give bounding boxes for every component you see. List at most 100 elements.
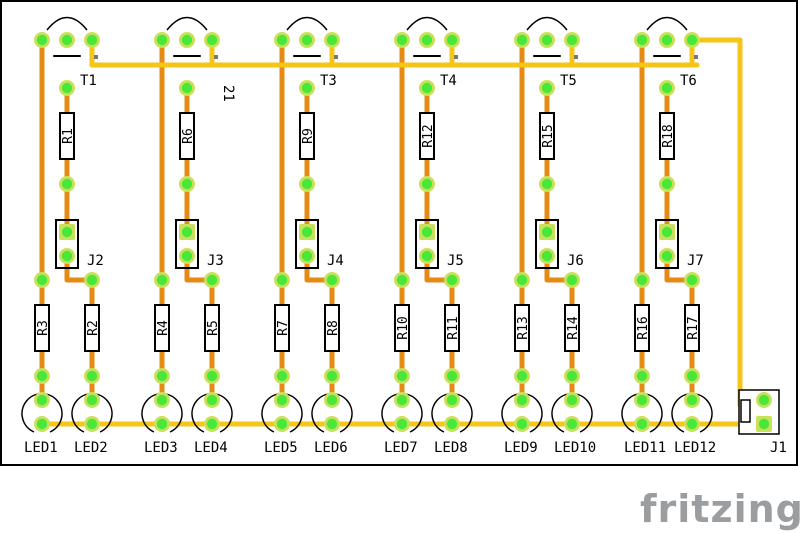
jumper-label-5: J7 — [687, 253, 704, 269]
led-pad-k-4-1-center — [566, 418, 578, 430]
lower-left-pad-b-5-center — [636, 370, 648, 382]
lower-right-pad-a-3-center — [446, 274, 458, 286]
led-pad-k-1-0-center — [156, 418, 168, 430]
led-pad-k-0-1-center — [86, 418, 98, 430]
lower-right-pad-b-3-center — [446, 370, 458, 382]
lower-resistor-left-0-body — [34, 304, 50, 352]
upper-resistor-1-body — [179, 112, 195, 160]
upper-resistor-5-body — [659, 112, 675, 160]
lower-right-pad-a-4-center — [566, 274, 578, 286]
jumper-label-2: J4 — [327, 253, 344, 269]
jumper-box-3 — [415, 219, 439, 269]
upper-resistor-3-body — [419, 112, 435, 160]
jumper-label-1: J3 — [207, 253, 224, 269]
led-pad-a-2-1-center — [326, 394, 338, 406]
lower-resistor-left-1-label: R4 — [156, 320, 171, 336]
led-pad-a-2-0-center — [276, 394, 288, 406]
transistor-pad-e-3-center — [396, 34, 408, 46]
transistor-label-2: T3 — [320, 73, 337, 89]
upper-resistor-pad-a-5-center — [661, 82, 673, 94]
led-label-left-5: LED11 — [624, 440, 666, 456]
jumper-pad-a-3-center — [421, 226, 433, 238]
led-label-left-0: LED1 — [24, 440, 58, 456]
upper-resistor-pad-a-4-center — [541, 82, 553, 94]
lower-right-pad-a-5-center — [686, 274, 698, 286]
lower-resistor-right-1-body — [204, 304, 220, 352]
lower-resistor-left-5-body — [634, 304, 650, 352]
lower-resistor-right-1-label: R5 — [206, 320, 221, 336]
transistor-pad-b-3-center — [421, 34, 433, 46]
jumper-pad-b-0-center — [61, 250, 73, 262]
led-label-right-0: LED2 — [74, 440, 108, 456]
jumper-label-0: J2 — [87, 253, 104, 269]
lower-right-pad-b-4-center — [566, 370, 578, 382]
upper-resistor-0-label: R1 — [61, 128, 76, 144]
jumper-label-4: J6 — [567, 253, 584, 269]
jumper-pad-b-3-center — [421, 250, 433, 262]
lower-right-pad-b-5-center — [686, 370, 698, 382]
led-pad-k-1-1-center — [206, 418, 218, 430]
lower-right-pad-a-2-center — [326, 274, 338, 286]
jumper-pad-b-2-center — [301, 250, 313, 262]
transistor-arc-3 — [406, 16, 448, 31]
connector-pad-1-center — [758, 394, 770, 406]
transistor-pad-e-0-center — [36, 34, 48, 46]
led-label-right-1: LED4 — [194, 440, 228, 456]
transistor-pad-c-2-center — [326, 34, 338, 46]
lower-left-pad-b-1-center — [156, 370, 168, 382]
upper-resistor-pad-a-3-center — [421, 82, 433, 94]
lower-left-pad-a-0-center — [36, 274, 48, 286]
upper-resistor-5-label: R18 — [661, 124, 676, 147]
led-label-left-3: LED7 — [384, 440, 418, 456]
upper-resistor-4-label: R15 — [541, 124, 556, 147]
connector-label: J1 — [770, 440, 787, 456]
pads — [34, 32, 772, 432]
jumper-label-3: J5 — [447, 253, 464, 269]
upper-resistor-3-label: R12 — [421, 124, 436, 147]
lower-resistor-right-3-label: R11 — [446, 316, 461, 339]
lower-right-pad-b-1-center — [206, 370, 218, 382]
led-pad-a-5-1-center — [686, 394, 698, 406]
upper-resistor-4-body — [539, 112, 555, 160]
jumper-box-4 — [535, 219, 559, 269]
lower-resistor-left-3-label: R10 — [396, 316, 411, 339]
led-pad-k-5-0-center — [636, 418, 648, 430]
jumper-pad-b-4-center — [541, 250, 553, 262]
transistor-pad-c-1-center — [206, 34, 218, 46]
upper-resistor-pad-a-2-center — [301, 82, 313, 94]
lower-left-pad-b-3-center — [396, 370, 408, 382]
transistor-arc-4 — [526, 16, 568, 31]
lower-resistor-right-4-body — [564, 304, 580, 352]
lower-resistor-right-2-label: R8 — [326, 320, 341, 336]
jumper-box-2 — [295, 219, 319, 269]
lower-resistor-right-3-body — [444, 304, 460, 352]
lower-resistor-left-4-body — [514, 304, 530, 352]
upper-resistor-2-label: R9 — [301, 128, 316, 144]
transistor-pad-b-5-center — [661, 34, 673, 46]
transistor-pad-c-4-center — [566, 34, 578, 46]
lower-resistor-right-0-label: R2 — [86, 320, 101, 336]
lower-right-pad-a-1-center — [206, 274, 218, 286]
transistor-mark-5 — [694, 55, 698, 59]
lower-resistor-left-1-body — [154, 304, 170, 352]
lower-left-pad-b-4-center — [516, 370, 528, 382]
led-label-left-1: LED3 — [144, 440, 178, 456]
lower-resistor-left-2-label: R7 — [276, 320, 291, 336]
lower-resistor-right-0-body — [84, 304, 100, 352]
transistor-label-1: 21 — [220, 85, 236, 102]
lower-left-pad-a-1-center — [156, 274, 168, 286]
silkscreen — [21, 16, 780, 435]
lower-resistor-right-5-body — [684, 304, 700, 352]
led-pad-k-2-1-center — [326, 418, 338, 430]
transistor-pad-c-0-center — [86, 34, 98, 46]
transistor-pad-b-1-center — [181, 34, 193, 46]
led-label-left-4: LED9 — [504, 440, 538, 456]
transistor-pad-e-4-center — [516, 34, 528, 46]
lower-resistor-right-4-label: R14 — [566, 316, 581, 340]
jumper-box-0 — [55, 219, 79, 269]
lower-left-pad-b-2-center — [276, 370, 288, 382]
upper-resistor-pad-b-2-center — [301, 178, 313, 190]
lower-right-pad-a-0-center — [86, 274, 98, 286]
jumper-pad-a-4-center — [541, 226, 553, 238]
